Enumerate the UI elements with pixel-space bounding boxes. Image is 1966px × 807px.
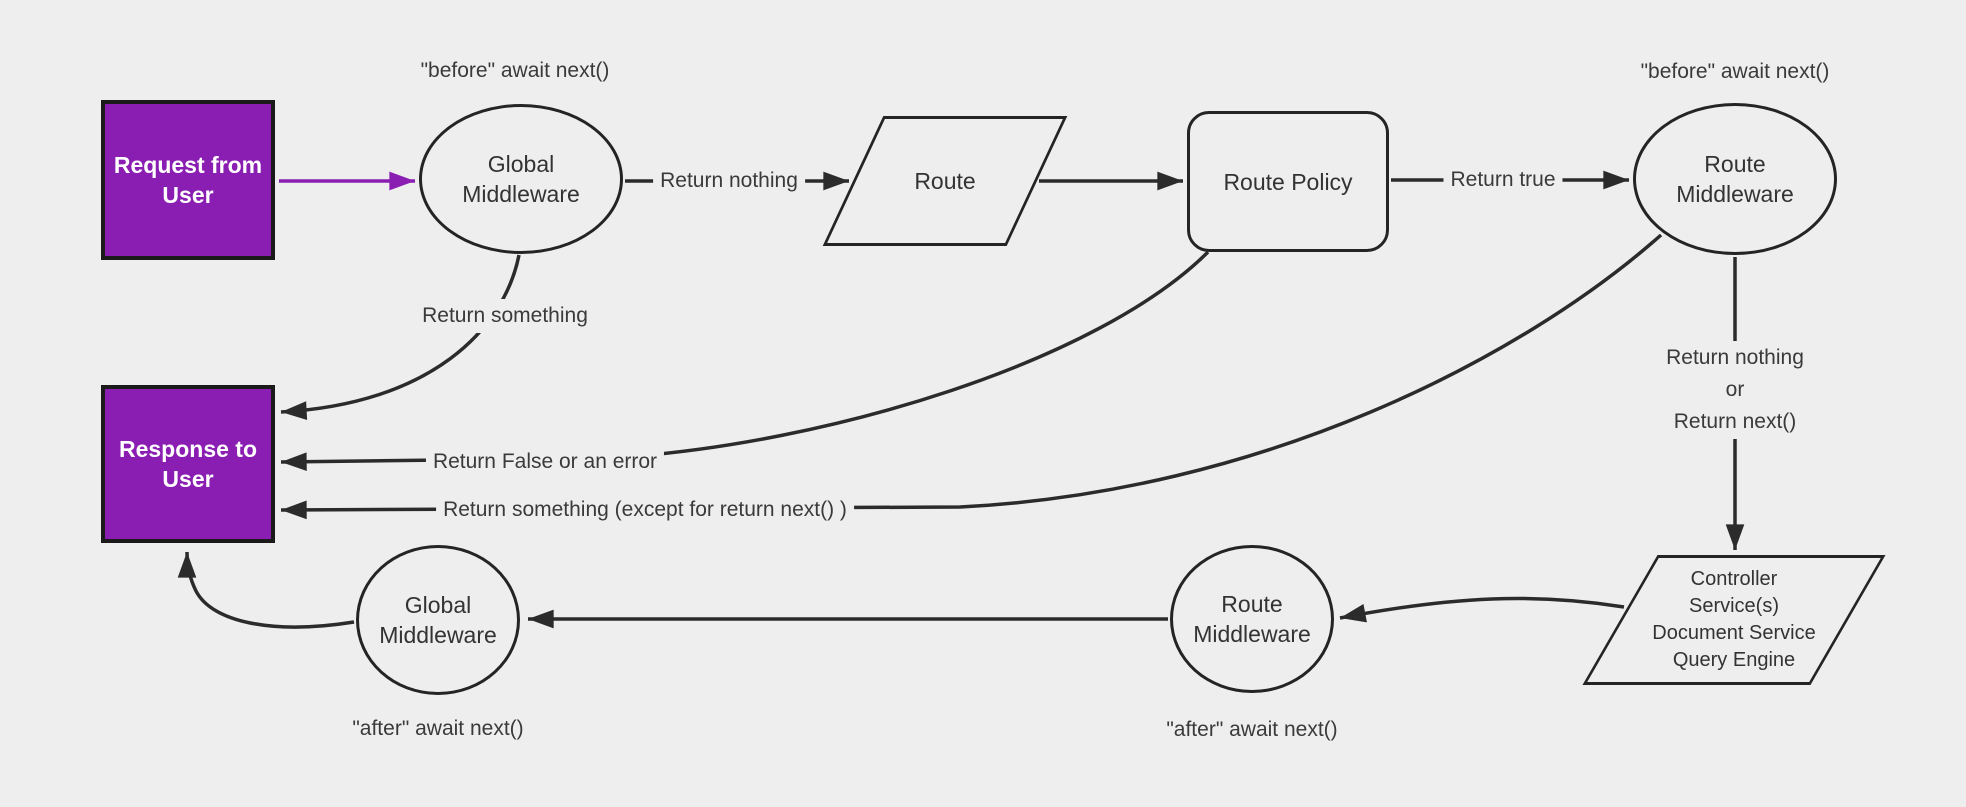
node-global-middleware-before: Global Middleware <box>419 104 623 254</box>
node-route-middleware-before: Route Middleware <box>1633 103 1837 255</box>
node-global-middleware-after: Global Middleware <box>356 545 520 695</box>
node-controller-services: Controller Service(s) Document Service Q… <box>1582 555 1886 685</box>
label-return-nothing: Return nothing <box>653 164 805 198</box>
node-request-from-user: Request from User <box>101 100 275 260</box>
label-after-await-next-left: "after" await next() <box>345 712 531 746</box>
node-route-policy: Route Policy <box>1187 111 1389 252</box>
label-before-await-next-left: "before" await next() <box>413 54 617 88</box>
label-return-something-except: Return something (except for return next… <box>436 493 854 527</box>
edge-route-policy-to-response <box>280 250 1210 472</box>
node-response-to-user: Response to User <box>101 385 275 543</box>
route-label: Route <box>914 168 976 194</box>
node-route: Route <box>822 116 1068 246</box>
label-return-false-or-error: Return False or an error <box>425 445 665 479</box>
edge-global-middleware-to-response <box>280 254 521 420</box>
controller-label: Controller Service(s) Document Service Q… <box>1652 568 1816 671</box>
edge-global-middleware-after-to-response <box>177 551 355 629</box>
label-return-something: Return something <box>415 299 595 333</box>
label-return-true: Return true <box>1443 163 1563 197</box>
label-before-await-next-right: "before" await next() <box>1633 55 1837 89</box>
edge-controller-to-route-middleware-after <box>1339 596 1625 623</box>
node-route-middleware-after: Route Middleware <box>1170 545 1334 693</box>
edge-route-middleware-to-response <box>280 233 1663 520</box>
label-after-await-next-mid: "after" await next() <box>1159 713 1345 747</box>
label-return-nothing-or-next: Return nothing or Return next() <box>1659 341 1811 439</box>
